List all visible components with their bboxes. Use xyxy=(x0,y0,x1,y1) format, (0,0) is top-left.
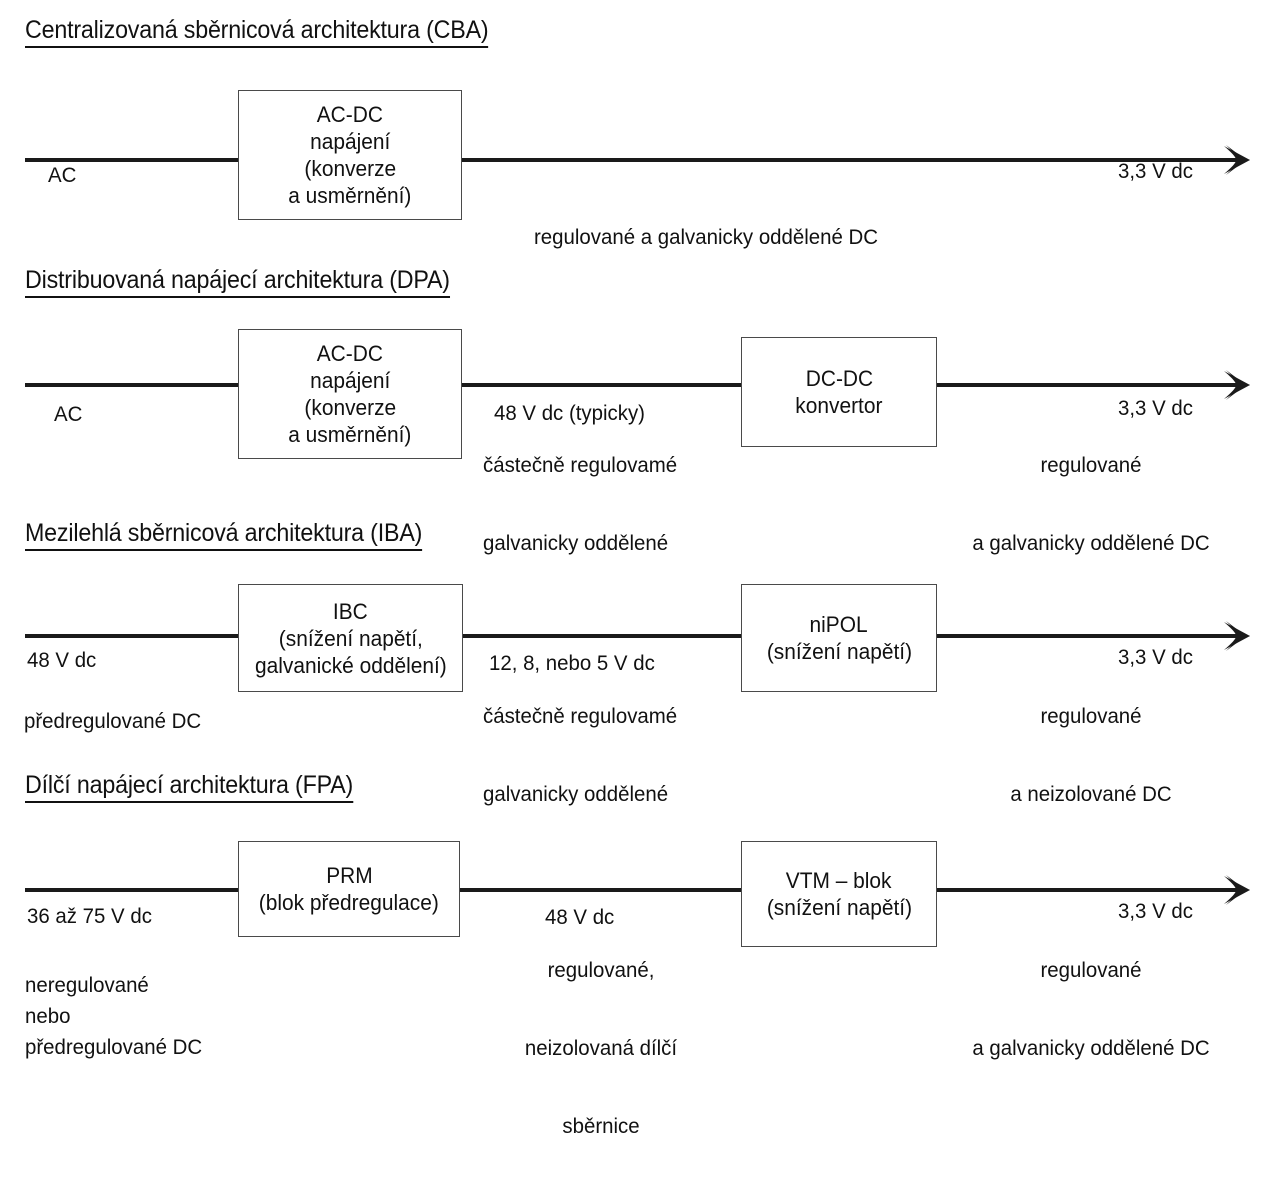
label-cba-bus-description: regulované a galvanicky oddělené DC xyxy=(534,225,879,249)
block-line: (blok předregulace) xyxy=(258,890,440,915)
label-cba-output: 3,3 V dc xyxy=(1118,159,1193,183)
wire-iba-mid xyxy=(463,634,743,638)
wire-dpa-out xyxy=(937,383,1236,387)
block-line: (konverze xyxy=(304,156,396,181)
wire-fpa-out xyxy=(937,888,1236,892)
wire-iba-out xyxy=(937,634,1236,638)
block-line: niPOL xyxy=(809,612,869,637)
label-dpa-mid-voltage: 48 V dc (typicky) xyxy=(494,401,645,425)
block-dpa-dc-dc-converter: DC-DC konvertor xyxy=(741,337,937,447)
arrow-head-icon xyxy=(1196,873,1252,907)
block-fpa-vtm: VTM – blok (snížení napětí) xyxy=(741,841,937,947)
block-line: a usměrnění) xyxy=(288,183,412,208)
block-fpa-prm: PRM (blok předregulace) xyxy=(238,841,460,937)
diagram-canvas: Centralizovaná sběrnicová architektura (… xyxy=(24,16,1252,1138)
section-title-cba: Centralizovaná sběrnicová architektura (… xyxy=(25,16,489,48)
label-iba-input-description: předregulované DC xyxy=(24,709,202,733)
label-iba-out-description: regulované a neizolované DC xyxy=(1010,704,1172,806)
block-line: napájení xyxy=(309,368,391,393)
arrow-head-icon xyxy=(1196,619,1252,653)
wire-dpa-mid xyxy=(462,383,743,387)
block-line: AC-DC xyxy=(316,102,384,127)
label-dpa-mid-description: částečně regulovamé galvanicky oddělené xyxy=(483,453,678,555)
block-line: (snížení napětí, xyxy=(278,625,423,651)
label-fpa-mid-description: regulované, neizolovaná dílčí sběrnice xyxy=(524,958,678,1138)
label-fpa-output: 3,3 V dc xyxy=(1118,899,1193,923)
section-title-iba: Mezilehlá sběrnicová architektura (IBA) xyxy=(25,519,422,551)
label-dpa-out-description: regulované a galvanicky oddělené DC xyxy=(972,453,1210,555)
wire-fpa-mid xyxy=(460,888,743,892)
block-line: a usměrnění) xyxy=(288,422,412,447)
label-dpa-input: AC xyxy=(54,402,83,426)
arrow-head-icon xyxy=(1196,143,1252,177)
block-line: IBC xyxy=(333,598,368,624)
block-line: galvanické oddělení) xyxy=(254,652,447,678)
label-iba-mid-description: částečně regulovamé galvanicky oddělené xyxy=(483,704,678,806)
block-line: konvertor xyxy=(795,393,883,418)
label-iba-mid-voltage: 12, 8, nebo 5 V dc xyxy=(489,651,655,675)
arrow-head-icon xyxy=(1196,368,1252,402)
block-line: VTM – blok xyxy=(786,868,892,893)
block-line: AC-DC xyxy=(316,341,384,366)
section-title-dpa: Distribuovaná napájecí architektura (DPA… xyxy=(25,266,450,298)
block-line: (konverze xyxy=(304,395,396,420)
block-line: PRM xyxy=(325,863,373,888)
label-fpa-mid-voltage: 48 V dc xyxy=(545,905,615,929)
wire-dpa-in xyxy=(25,383,240,387)
wire-iba-in xyxy=(25,634,240,638)
label-dpa-output: 3,3 V dc xyxy=(1118,396,1193,420)
block-line: (snížení napětí) xyxy=(766,895,912,920)
label-cba-input: AC xyxy=(48,163,77,187)
block-iba-nipol: niPOL (snížení napětí) xyxy=(741,584,937,692)
label-fpa-input: 36 až 75 V dc xyxy=(27,904,152,928)
block-line: DC-DC xyxy=(805,366,873,391)
block-line: napájení xyxy=(309,129,391,154)
label-iba-output: 3,3 V dc xyxy=(1118,645,1193,669)
section-title-fpa: Dílčí napájecí architektura (FPA) xyxy=(25,771,353,803)
label-iba-input: 48 V dc xyxy=(27,648,97,672)
block-line: (snížení napětí) xyxy=(766,639,912,664)
block-iba-ibc: IBC (snížení napětí, galvanické oddělení… xyxy=(238,584,463,692)
wire-cba-in xyxy=(25,158,240,162)
wire-cba-out xyxy=(462,158,1236,162)
wire-fpa-in xyxy=(25,888,240,892)
block-cba-ac-dc-converter: AC-DC napájení (konverze a usměrnění) xyxy=(238,90,462,220)
block-dpa-ac-dc-converter: AC-DC napájení (konverze a usměrnění) xyxy=(238,329,462,459)
